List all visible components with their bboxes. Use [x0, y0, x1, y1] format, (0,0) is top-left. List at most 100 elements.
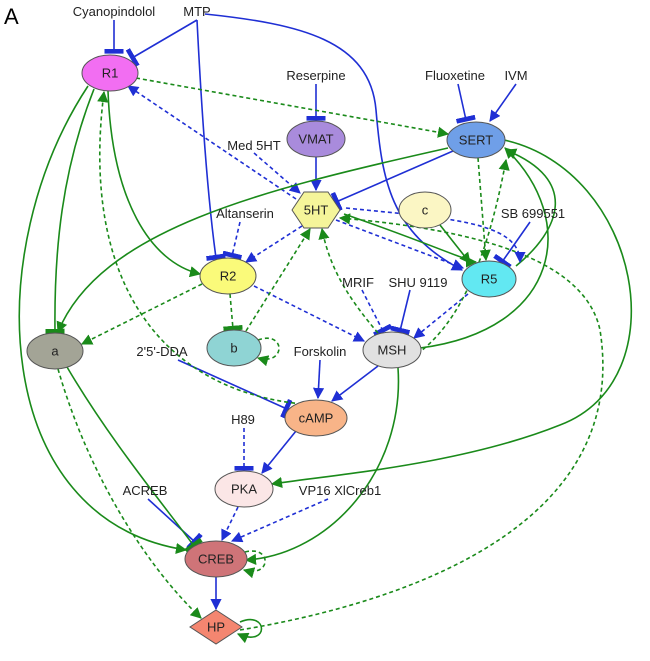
node-r1: R1	[81, 54, 139, 92]
edge-pka-creb	[221, 506, 239, 542]
node-hp: HP	[189, 609, 243, 645]
edge-5ht-r5	[335, 219, 465, 270]
panel-label: A	[4, 4, 19, 29]
node-shape-hp	[189, 609, 243, 645]
drug-label-vp16: VP16 XlCreb1	[299, 483, 381, 498]
drug-label-ivm: IVM	[504, 68, 527, 83]
node-shape-a	[26, 332, 84, 370]
node-a: a	[26, 332, 84, 370]
edge-a-creb	[66, 366, 203, 553]
edge-r5-msh	[413, 293, 469, 339]
edge-r2-b	[223, 293, 243, 332]
node-label-camp: cAMP	[299, 411, 334, 426]
node-c: c	[398, 191, 452, 229]
node-label-r1: R1	[102, 66, 119, 81]
node-shape-msh	[362, 331, 422, 369]
edge-sert-a	[56, 147, 449, 334]
node-shape-5ht	[291, 191, 341, 229]
edge-sert-5ht	[330, 150, 454, 212]
node-shape-b	[206, 329, 262, 367]
self-loop-b	[256, 337, 280, 367]
edge-5ht-r5-green	[343, 213, 478, 268]
edge-shu9119-msh	[390, 289, 411, 335]
node-label-sert: SERT	[459, 133, 493, 148]
node-r2: R2	[199, 257, 257, 295]
node-shape-r2	[199, 257, 257, 295]
drug-label-med5ht: Med 5HT	[227, 138, 281, 153]
node-shape-r1	[81, 54, 139, 92]
edge-mtp-r1	[125, 19, 198, 68]
edge-fluoxetine-sert	[455, 83, 476, 124]
edge-hp-5ht-loop	[239, 213, 604, 631]
node-label-c: c	[422, 203, 429, 218]
node-label-b: b	[230, 341, 237, 356]
drug-label-shu9119: SHU 9119	[388, 275, 447, 290]
node-shape-creb	[184, 540, 248, 578]
node-label-r2: R2	[220, 269, 237, 284]
node-shape-pka	[214, 470, 274, 508]
node-vmat: VMAT	[286, 120, 346, 158]
node-msh: MSH	[362, 331, 422, 369]
edge-msh-sert-solid	[419, 147, 549, 349]
edge-c-r5	[439, 224, 471, 264]
drug-label-acreb: ACREB	[123, 483, 168, 498]
edge-mrif-msh	[361, 289, 393, 337]
edge-msh-camp	[331, 365, 379, 402]
node-shape-r5	[461, 260, 517, 298]
node-label-msh: MSH	[378, 343, 407, 358]
self-loop-hp	[236, 619, 263, 644]
node-label-r5: R5	[481, 272, 498, 287]
node-5ht: 5HT	[291, 191, 341, 229]
edge-sb699551-r5	[493, 221, 531, 269]
node-r5: R5	[461, 260, 517, 298]
node-label-a: a	[51, 344, 59, 359]
node-label-5ht: 5HT	[304, 203, 329, 218]
node-b: b	[206, 329, 262, 367]
edge-r1-a	[45, 88, 95, 334]
edge-vp16-creb	[230, 498, 329, 543]
drug-label-forskolin: Forskolin	[294, 344, 347, 359]
edge-mtp-r5	[204, 13, 463, 271]
node-label-creb: CREB	[198, 552, 234, 567]
drug-label-mrif: MRIF	[342, 275, 374, 290]
edge-camp-r1-feedback	[97, 90, 303, 405]
drug-label-mtp: MTP	[183, 4, 210, 19]
node-shape-vmat	[286, 120, 346, 158]
node-camp: cAMP	[284, 399, 348, 437]
edge-b-5ht	[245, 228, 311, 332]
edge-mtp-r2	[196, 19, 226, 261]
edge-r2-a	[80, 283, 203, 345]
edge-camp-pka	[261, 430, 297, 474]
edge-r1-r2	[107, 90, 202, 278]
edge-altanserin-r2	[222, 221, 243, 260]
drug-label-dda: 2'5'-DDA	[136, 344, 188, 359]
edge-r1-sert	[135, 77, 450, 138]
edges-layer	[18, 13, 633, 644]
node-sert: SERT	[446, 121, 506, 159]
edge-r1-creb-loop	[18, 85, 188, 554]
edge-5ht-r1	[127, 85, 297, 200]
drug-label-altanserin: Altanserin	[216, 206, 274, 221]
node-label-hp: HP	[207, 620, 225, 635]
node-shape-camp	[284, 399, 348, 437]
edge-r2-msh	[253, 285, 366, 342]
edge-r5-sert	[504, 148, 557, 267]
edge-a-hp	[57, 368, 202, 619]
drug-label-h89: H89	[231, 412, 255, 427]
self-loop-creb	[242, 550, 266, 579]
node-label-vmat: VMAT	[298, 132, 333, 147]
node-pka: PKA	[214, 470, 274, 508]
node-shape-c	[398, 191, 452, 229]
edge-msh-5ht	[318, 227, 379, 334]
drug-label-cyanopindolol: Cyanopindolol	[73, 4, 156, 19]
node-shape-sert	[446, 121, 506, 159]
edge-sert-r5	[477, 157, 491, 262]
node-label-pka: PKA	[231, 482, 257, 497]
edge-5ht-r2	[245, 225, 303, 263]
edge-acreb-creb	[147, 498, 203, 551]
edge-msh-creb	[244, 367, 400, 565]
